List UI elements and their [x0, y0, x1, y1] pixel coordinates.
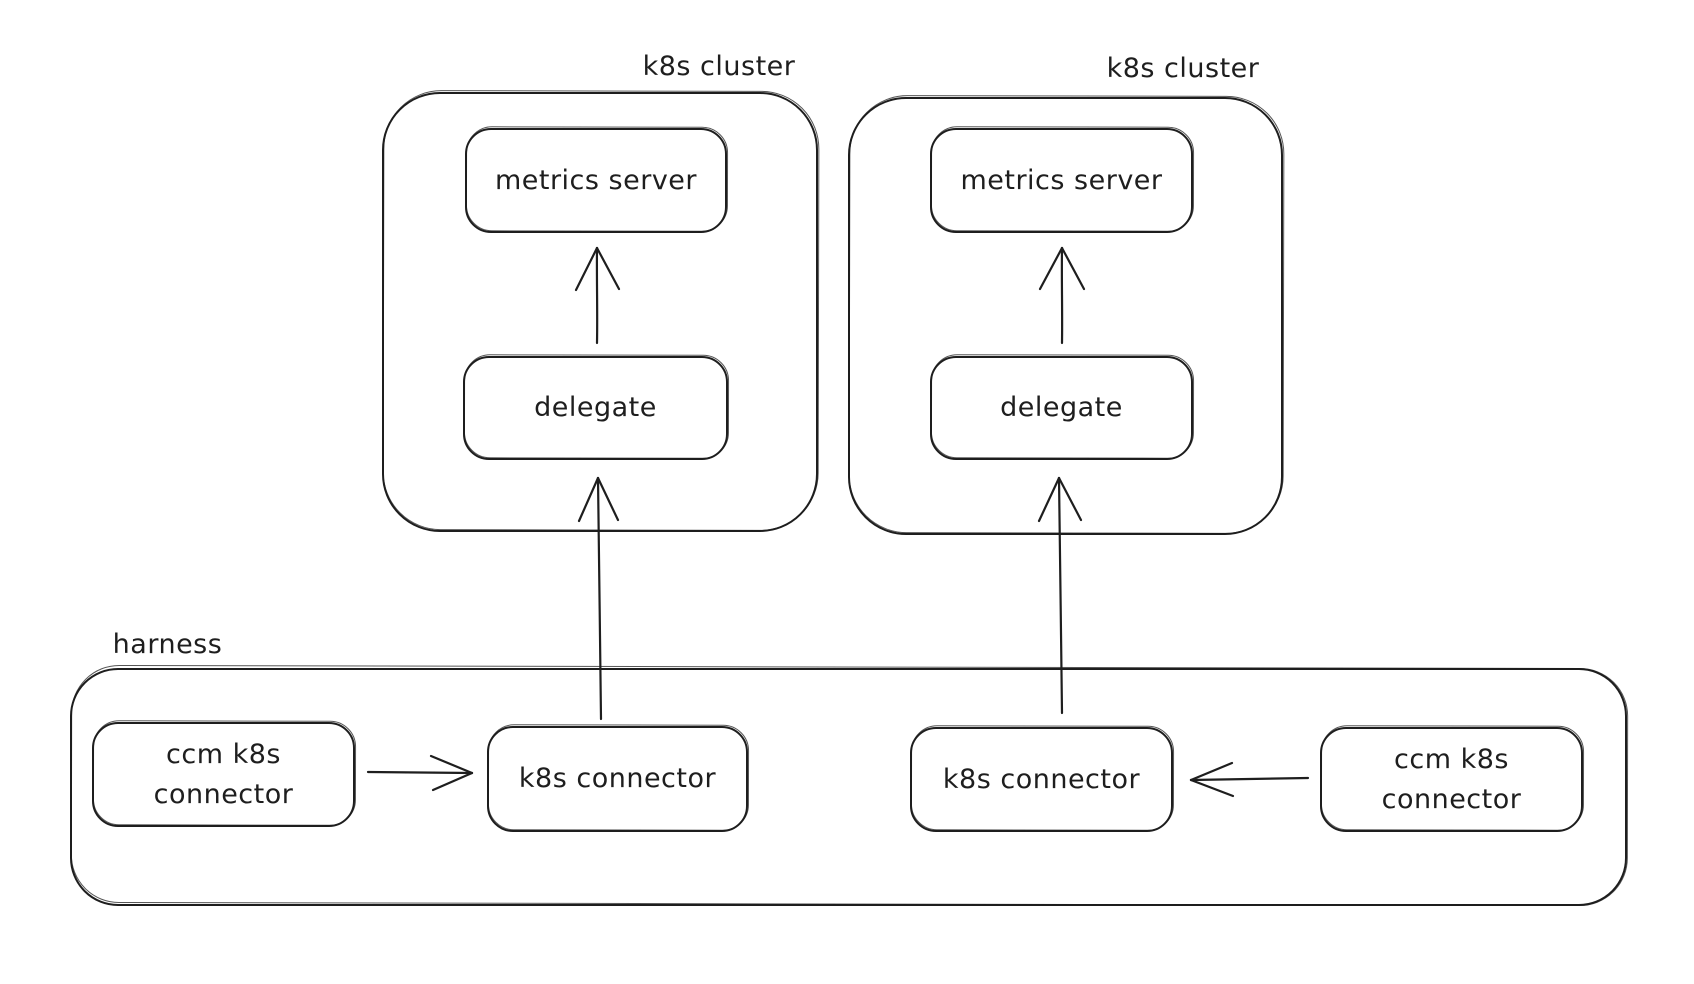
k8s-connector-right-node-label: k8s connector — [942, 763, 1141, 795]
delegate-right-node: delegate — [930, 356, 1193, 460]
harness-label: harness — [112, 629, 223, 660]
k8s-cluster-right-label: k8s cluster — [1106, 53, 1260, 84]
ccm-k8s-connector-right-node: ccm k8s connector — [1320, 727, 1583, 832]
k8s-cluster-left-label: k8s cluster — [642, 51, 796, 82]
k8s-connector-left-node-label: k8s connector — [518, 763, 717, 795]
ccm-k8s-connector-left-node-label: ccm k8s connector — [153, 739, 294, 810]
delegate-right-node-label: delegate — [1000, 392, 1123, 424]
delegate-left-node-label: delegate — [534, 392, 657, 424]
metrics-server-left-node-label: metrics server — [494, 164, 698, 196]
harness-box — [70, 668, 1627, 906]
metrics-server-left-node: metrics server — [465, 128, 727, 233]
metrics-server-right-node: metrics server — [930, 128, 1193, 233]
metrics-server-right-node-label: metrics server — [960, 164, 1163, 196]
ccm-k8s-connector-right-node-label: ccm k8s connector — [1381, 744, 1522, 815]
k8s-connector-right-node: k8s connector — [910, 727, 1173, 832]
k8s-connector-left-node: k8s connector — [487, 726, 748, 832]
ccm-k8s-connector-left-node: ccm k8s connector — [92, 722, 355, 827]
k8s-cluster-right-box — [848, 97, 1283, 535]
delegate-left-node: delegate — [463, 356, 728, 460]
